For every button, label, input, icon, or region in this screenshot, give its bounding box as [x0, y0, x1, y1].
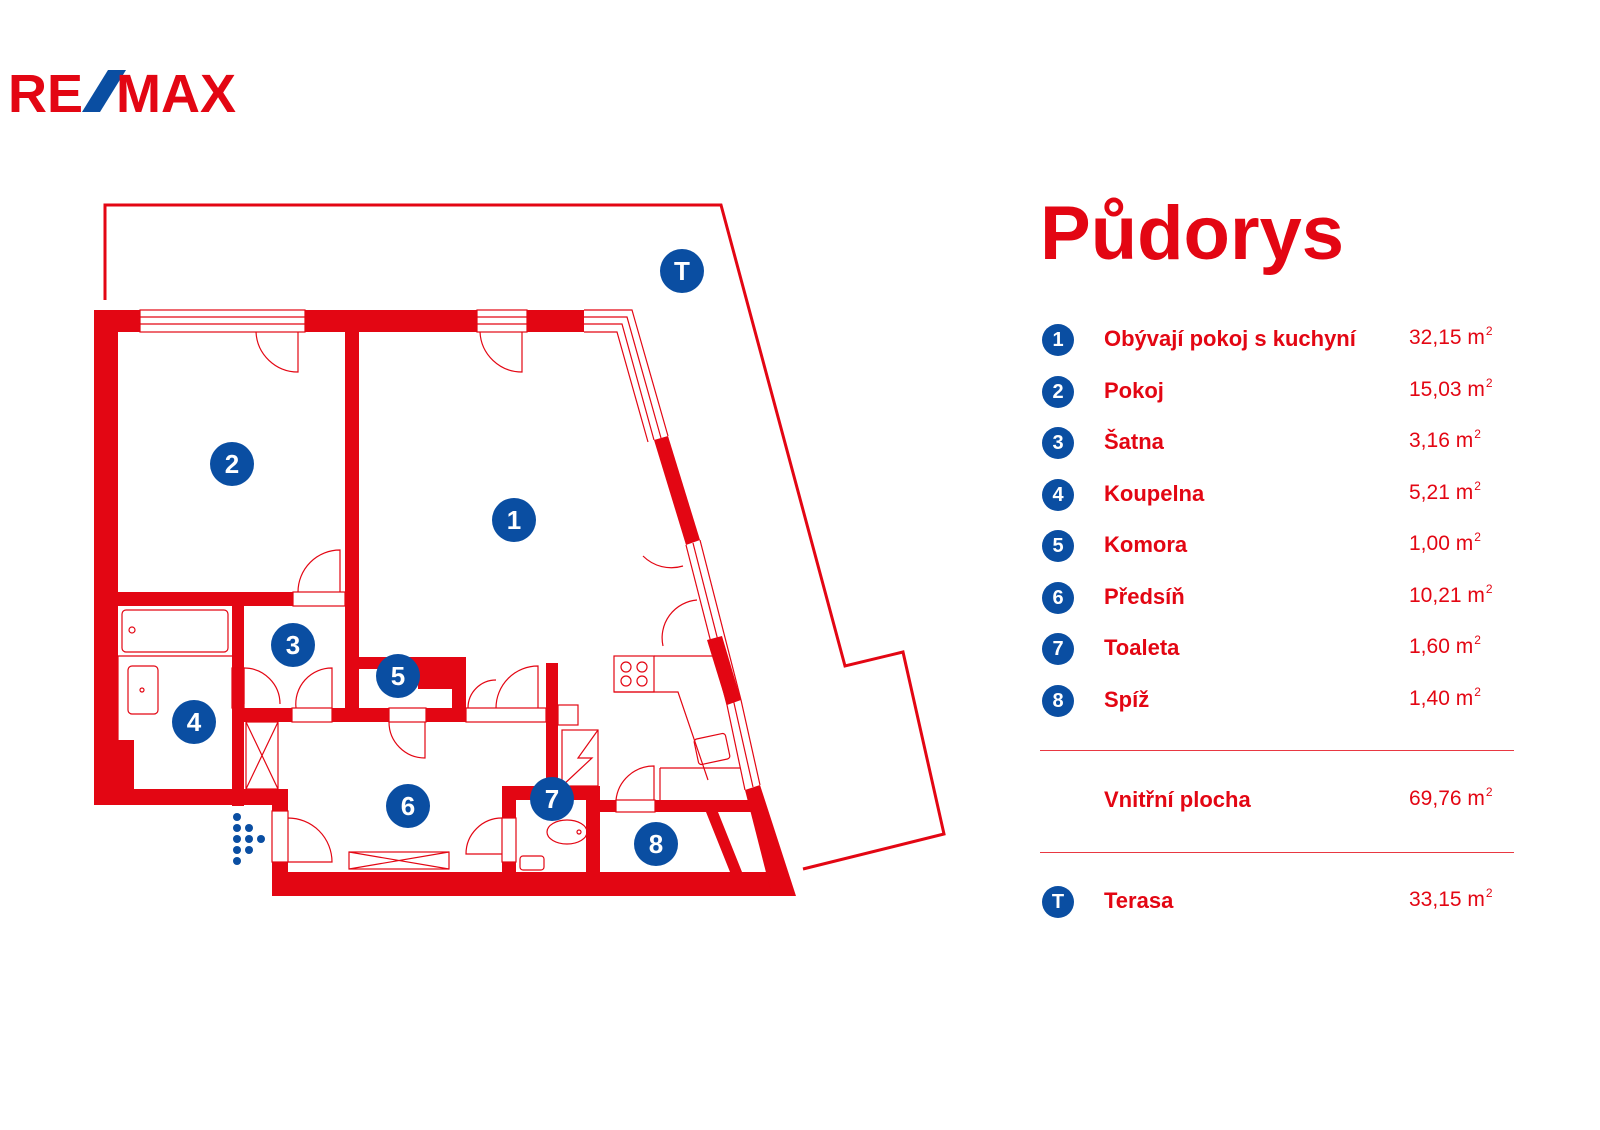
logo-max: MAX	[116, 64, 236, 124]
room-badge: 5	[1042, 530, 1074, 562]
marker-room-7: 7	[530, 777, 574, 821]
legend-row: 2 Pokoj 15,03 m2	[1040, 374, 1520, 426]
svg-text:5: 5	[391, 661, 405, 691]
marker-room-3: 3	[271, 623, 315, 667]
marker-room-2: 2	[210, 442, 254, 486]
room-name: Obývají pokoj s kuchyní	[1104, 326, 1356, 351]
total-label: Vnitřní plocha	[1104, 787, 1251, 812]
fixtures	[117, 609, 740, 871]
room-legend: 1 Obývají pokoj s kuchyní 32,15 m2 2 Pokoj 1…	[1040, 322, 1520, 734]
room-area: 1,60 m2	[1409, 633, 1481, 658]
room-area: 15,03 m2	[1409, 375, 1493, 401]
legend-row: 1 Obývají pokoj s kuchyní 32,15 m2	[1040, 322, 1520, 374]
legend-row: 6 Předsíň 10,21 m2	[1040, 580, 1520, 632]
marker-room-8: 8	[634, 822, 678, 866]
windows	[139, 309, 761, 791]
svg-text:7: 7	[545, 784, 559, 814]
toilet-icon	[546, 819, 588, 845]
terrace-label: Terasa	[1104, 888, 1174, 913]
room-area: 10,21 m2	[1409, 581, 1493, 607]
room-name: Šatna	[1104, 429, 1164, 454]
marker-room-1: 1	[492, 498, 536, 542]
svg-text:2: 2	[225, 449, 239, 479]
legend-row: 7 Toaleta 1,60 m2	[1040, 631, 1520, 683]
marker-room-4: 4	[172, 700, 216, 744]
bathtub-icon	[121, 609, 229, 653]
room-name: Toaleta	[1104, 635, 1180, 660]
legend-row: 5 Komora 1,00 m2	[1040, 528, 1520, 580]
room-area: 3,16 m2	[1409, 427, 1481, 452]
terrace-area: 33,15 m2	[1409, 886, 1493, 911]
divider	[1040, 750, 1514, 751]
room-area: 1,00 m2	[1409, 530, 1481, 555]
svg-text:4: 4	[187, 707, 202, 737]
total-area-row: Vnitřní plocha 69,76 m2	[1040, 785, 1520, 823]
water-heater-icon	[561, 729, 599, 787]
terrace-outline	[103, 203, 946, 871]
room-name: Koupelna	[1104, 480, 1205, 506]
room-name: Pokoj	[1104, 377, 1164, 403]
room-name: Spíž	[1104, 686, 1150, 712]
room-badge: 6	[1042, 581, 1074, 614]
sink-icon	[127, 665, 159, 715]
svg-text:8: 8	[649, 829, 663, 859]
marker-room-6: 6	[386, 784, 430, 828]
svg-text:6: 6	[401, 791, 415, 821]
remax-logo: RE MAX	[8, 64, 268, 124]
entrance-arrow-icon	[233, 813, 265, 865]
room-badge: 1	[1042, 324, 1074, 356]
room-area: 32,15 m2	[1409, 324, 1493, 349]
total-area: 69,76 m2	[1409, 785, 1493, 810]
room-badge: 2	[1042, 375, 1074, 408]
room-name: Komora	[1104, 532, 1188, 557]
kitchen-sink-icon	[693, 732, 731, 766]
room-name: Předsíň	[1104, 583, 1185, 609]
svg-text:T: T	[674, 256, 690, 286]
room-badge: 7	[1042, 633, 1074, 665]
logo-slash-icon	[82, 70, 126, 112]
legend-row: 3 Šatna 3,16 m2	[1040, 425, 1520, 477]
marker-terrace: T	[660, 249, 704, 293]
logo-re: RE	[8, 64, 83, 124]
doors	[231, 331, 698, 870]
room-badge: 8	[1042, 684, 1074, 717]
svg-text:1: 1	[507, 505, 521, 535]
legend-row: 8 Spíž 1,40 m2	[1040, 683, 1520, 735]
svg-text:3: 3	[286, 630, 300, 660]
terrace-badge: T	[1042, 886, 1074, 918]
page-title: Půdorys	[1040, 191, 1345, 276]
room-badge: 3	[1042, 427, 1074, 459]
room-markers: T 1 2 3 4 5 6 7 8	[172, 249, 704, 866]
marker-room-5: 5	[376, 654, 420, 698]
room-area: 1,40 m2	[1409, 684, 1481, 710]
walls	[94, 310, 796, 896]
room-area: 5,21 m2	[1409, 478, 1481, 504]
terrace-row: T Terasa 33,15 m2	[1040, 886, 1520, 924]
room-badge: 4	[1042, 478, 1074, 511]
legend-row: 4 Koupelna 5,21 m2	[1040, 477, 1520, 529]
stove-icon	[613, 655, 655, 693]
divider	[1040, 852, 1514, 853]
floor-plan: T 1 2 3 4 5 6 7 8	[94, 203, 946, 896]
